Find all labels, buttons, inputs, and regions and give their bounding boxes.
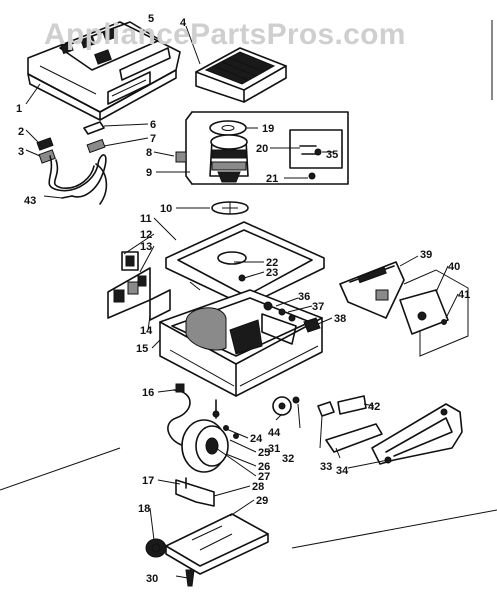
latch-pieces	[272, 395, 383, 453]
callout-36: 36	[298, 291, 310, 303]
callout-3: 3	[18, 146, 24, 158]
main-body-canister	[159, 289, 323, 397]
callout-22: 22	[266, 257, 278, 269]
frame-edge-line	[291, 509, 497, 549]
callout-44: 44	[268, 427, 281, 439]
side-panel-pieces	[107, 251, 171, 321]
small-knob	[303, 317, 321, 333]
callout-17: 17	[142, 475, 154, 487]
callout-26: 26	[258, 461, 270, 473]
motor-cord	[167, 383, 191, 447]
callout-10: 10	[160, 203, 172, 215]
callout-labels: 1 2 3 4 5 6 7 8 9 10 11 12 13 14 15 16 1…	[16, 13, 470, 585]
gasket-frame	[165, 221, 325, 307]
callout-38: 38	[334, 313, 346, 325]
callout-21: 21	[266, 173, 278, 185]
callout-27: 27	[258, 471, 270, 483]
reel-bracket	[175, 477, 215, 507]
callout-2: 2	[18, 126, 24, 138]
callout-16: 16	[142, 387, 154, 399]
callout-13: 13	[140, 241, 152, 253]
callout-25: 25	[258, 447, 270, 459]
callout-41: 41	[458, 289, 470, 301]
callout-1: 1	[16, 103, 22, 115]
callout-6: 6	[150, 119, 156, 131]
power-cord	[48, 154, 108, 205]
callout-39: 39	[420, 249, 432, 261]
callout-4: 4	[180, 17, 187, 29]
callout-9: 9	[146, 167, 152, 179]
motor-assembly	[153, 111, 349, 185]
callout-35: 35	[326, 149, 338, 161]
callout-5: 5	[148, 13, 154, 25]
callout-18: 18	[138, 503, 150, 515]
callout-34: 34	[336, 465, 349, 477]
callout-37: 37	[312, 301, 324, 313]
callout-20: 20	[256, 143, 268, 155]
gasket-ring	[211, 201, 249, 215]
caster-wheel	[145, 538, 167, 558]
callout-40: 40	[448, 261, 460, 273]
callout-12: 12	[140, 229, 152, 241]
frame-edge-line	[0, 447, 121, 491]
screw	[185, 569, 195, 587]
top-cover-housing	[27, 21, 181, 121]
callout-32: 32	[282, 453, 294, 465]
callout-7: 7	[150, 133, 156, 145]
callout-30: 30	[146, 573, 158, 585]
callout-42: 42	[368, 401, 380, 413]
handle-bracket	[339, 261, 469, 357]
callout-11: 11	[140, 213, 152, 225]
leader-lines	[25, 25, 459, 579]
callout-15: 15	[136, 343, 148, 355]
filter-grille	[195, 47, 287, 103]
callout-28: 28	[252, 481, 264, 493]
callout-29: 29	[256, 495, 268, 507]
base-plate	[165, 513, 269, 575]
callout-31: 31	[268, 443, 280, 455]
callout-14: 14	[140, 325, 153, 337]
callout-8: 8	[146, 147, 152, 159]
callout-23: 23	[266, 267, 278, 279]
callout-19: 19	[262, 123, 274, 135]
small-clips	[36, 121, 106, 164]
watermark-text: AppliancePartsPros.com	[44, 18, 406, 51]
callout-24: 24	[250, 433, 263, 445]
callout-33: 33	[320, 461, 332, 473]
carriage-handle	[371, 403, 463, 465]
cord-reel	[181, 399, 239, 473]
callout-43: 43	[24, 195, 36, 207]
